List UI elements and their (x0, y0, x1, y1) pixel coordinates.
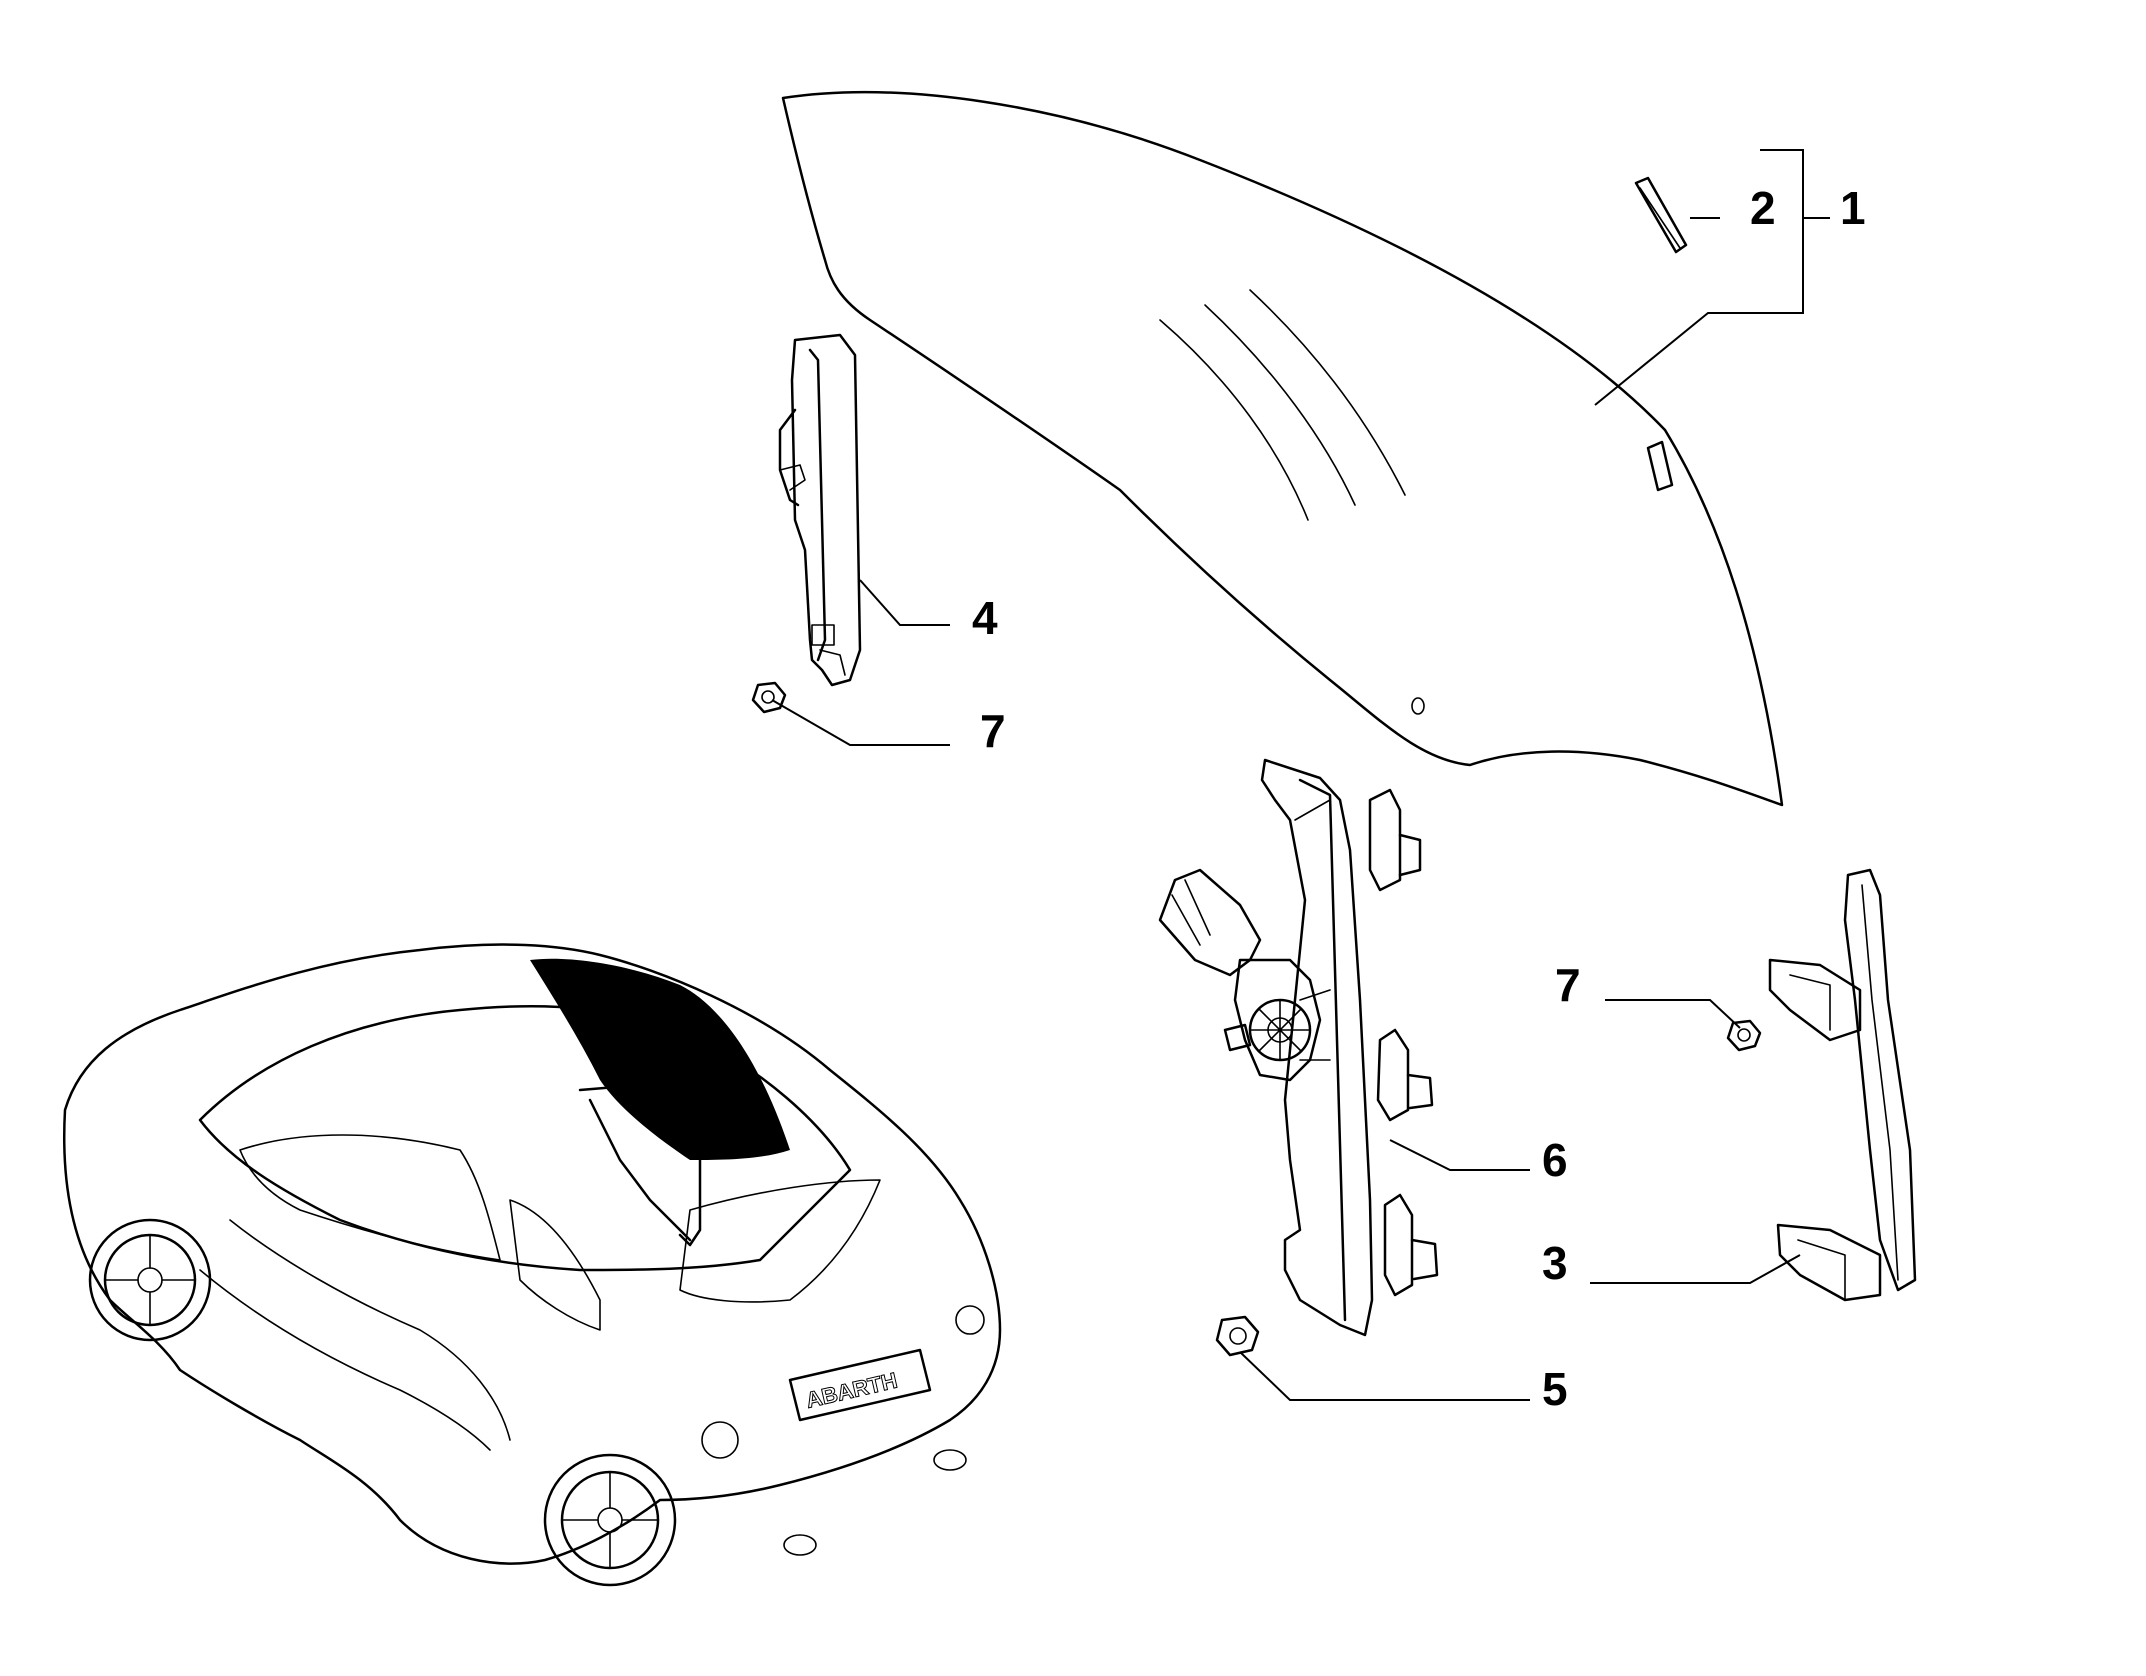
callout-5: 5 (1542, 1363, 1568, 1415)
car-location-illustration: ABARTH (63, 943, 1002, 1587)
callout-7-right: 7 (1555, 959, 1581, 1011)
rear-guide-channel-part-3 (1768, 868, 1917, 1302)
clip-part-2 (1634, 176, 1688, 254)
callout-3: 3 (1542, 1237, 1568, 1289)
door-glass-part-1 (781, 91, 1784, 807)
nut-part-7-left (751, 681, 787, 714)
callout-4: 4 (972, 592, 998, 644)
callout-2: 2 (1750, 182, 1776, 234)
callout-7-left: 7 (980, 705, 1006, 757)
nut-part-5 (1215, 1315, 1260, 1357)
front-guide-channel-part-4 (778, 333, 862, 687)
nut-part-7-right (1726, 1019, 1762, 1052)
callout-6: 6 (1542, 1134, 1568, 1186)
leader-lines (771, 579, 1801, 1401)
window-regulator-part-6 (1158, 758, 1439, 1337)
callout-1: 1 (1840, 182, 1866, 234)
callout-bracket-1-2 (1594, 149, 1830, 406)
